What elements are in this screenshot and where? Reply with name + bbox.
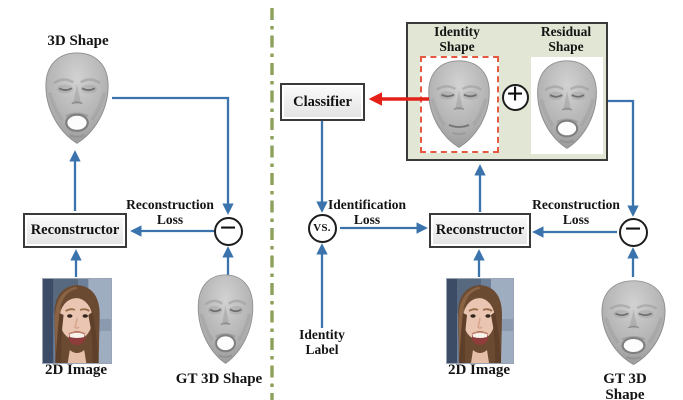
minus-circle-icon-right: − <box>618 212 648 247</box>
label-3d-shape: 3D Shape <box>47 33 109 49</box>
label-identity-label: Identity Label <box>299 327 345 357</box>
2d-image-photo-left <box>42 278 112 364</box>
minus-circle-icon-left: − <box>213 211 243 246</box>
minus-glyph-right: − <box>624 212 642 246</box>
label-gt-3d-shape-left: GT 3D Shape <box>175 371 263 387</box>
vs-circle: VS. <box>307 213 337 243</box>
plus-circle-icon: + <box>501 79 529 111</box>
label-reconstruction-loss-right: Reconstruction Loss <box>532 197 620 227</box>
reconstructor-box-right: Reconstructor <box>429 213 531 248</box>
vs-label: VS. <box>313 221 331 234</box>
label-identity-shape: Identity Shape <box>434 24 480 54</box>
label-gt-3d-shape-right: GT 3D Shape <box>603 371 647 400</box>
label-2d-image-right: 2D Image <box>447 362 511 378</box>
label-residual-shape: Residual Shape <box>540 24 592 54</box>
classifier-label: Classifier <box>293 93 352 110</box>
classifier-box: Classifier <box>280 83 365 121</box>
plus-glyph: + <box>506 77 524 111</box>
label-reconstruction-loss-left: Reconstruction Loss <box>126 197 214 227</box>
2d-image-photo-right <box>446 278 514 364</box>
reconstructor-label-right: Reconstructor <box>435 222 525 238</box>
label-identification-loss: Identification Loss <box>327 197 407 227</box>
label-2d-image-left: 2D Image <box>44 362 108 378</box>
reconstructor-box-left: Reconstructor <box>23 213 127 248</box>
minus-glyph-left: − <box>219 211 237 245</box>
reconstructor-label-left: Reconstructor <box>30 222 120 238</box>
